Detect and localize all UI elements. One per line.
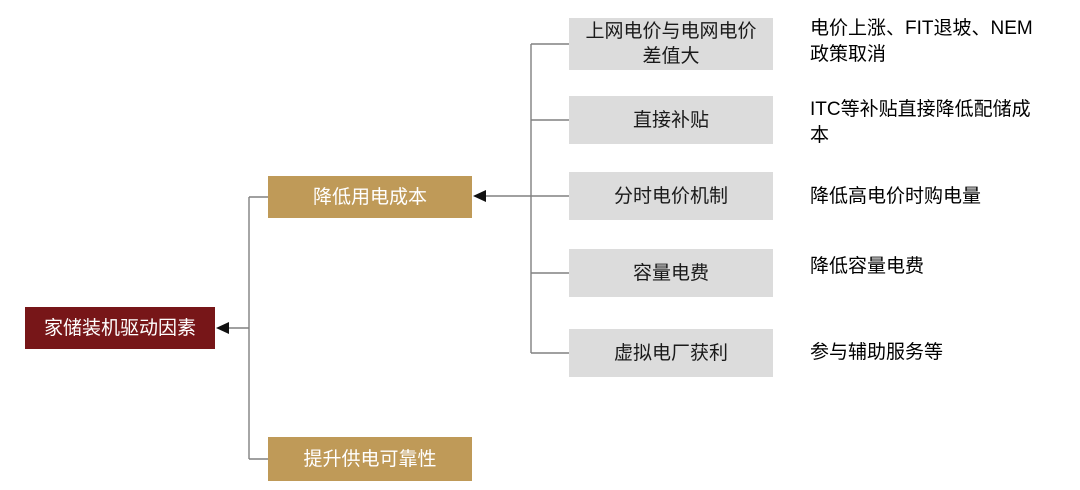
factor-node-direct-subsidy: 直接补贴 [569, 96, 773, 144]
branch-node-reduce-cost: 降低用电成本 [268, 176, 472, 218]
factor-note-capacity-fee: 降低容量电费 [810, 256, 925, 277]
branch-node-supply-reliability: 提升供电可靠性 [268, 437, 472, 481]
root-node: 家储装机驱动因素 [25, 307, 215, 349]
factor-note-direct-subsidy: ITC等补贴直接降低配储成 本 [810, 99, 1031, 146]
factor-note-vpp-profit: 参与辅助服务等 [810, 342, 944, 363]
factor-node-vpp-profit: 虚拟电厂获利 [569, 329, 773, 377]
arrow-left-icon [473, 190, 486, 202]
factor-note-tou-pricing: 降低高电价时购电量 [810, 186, 982, 207]
factor-node-tariff-gap: 上网电价与电网电价 差值大 [569, 18, 773, 70]
factor-node-tou-pricing: 分时电价机制 [569, 172, 773, 220]
factor-note-tariff-gap: 电价上涨、FIT退坡、NEM 政策取消 [810, 18, 1033, 65]
arrow-left-icon [216, 322, 229, 334]
factor-node-capacity-fee: 容量电费 [569, 249, 773, 297]
